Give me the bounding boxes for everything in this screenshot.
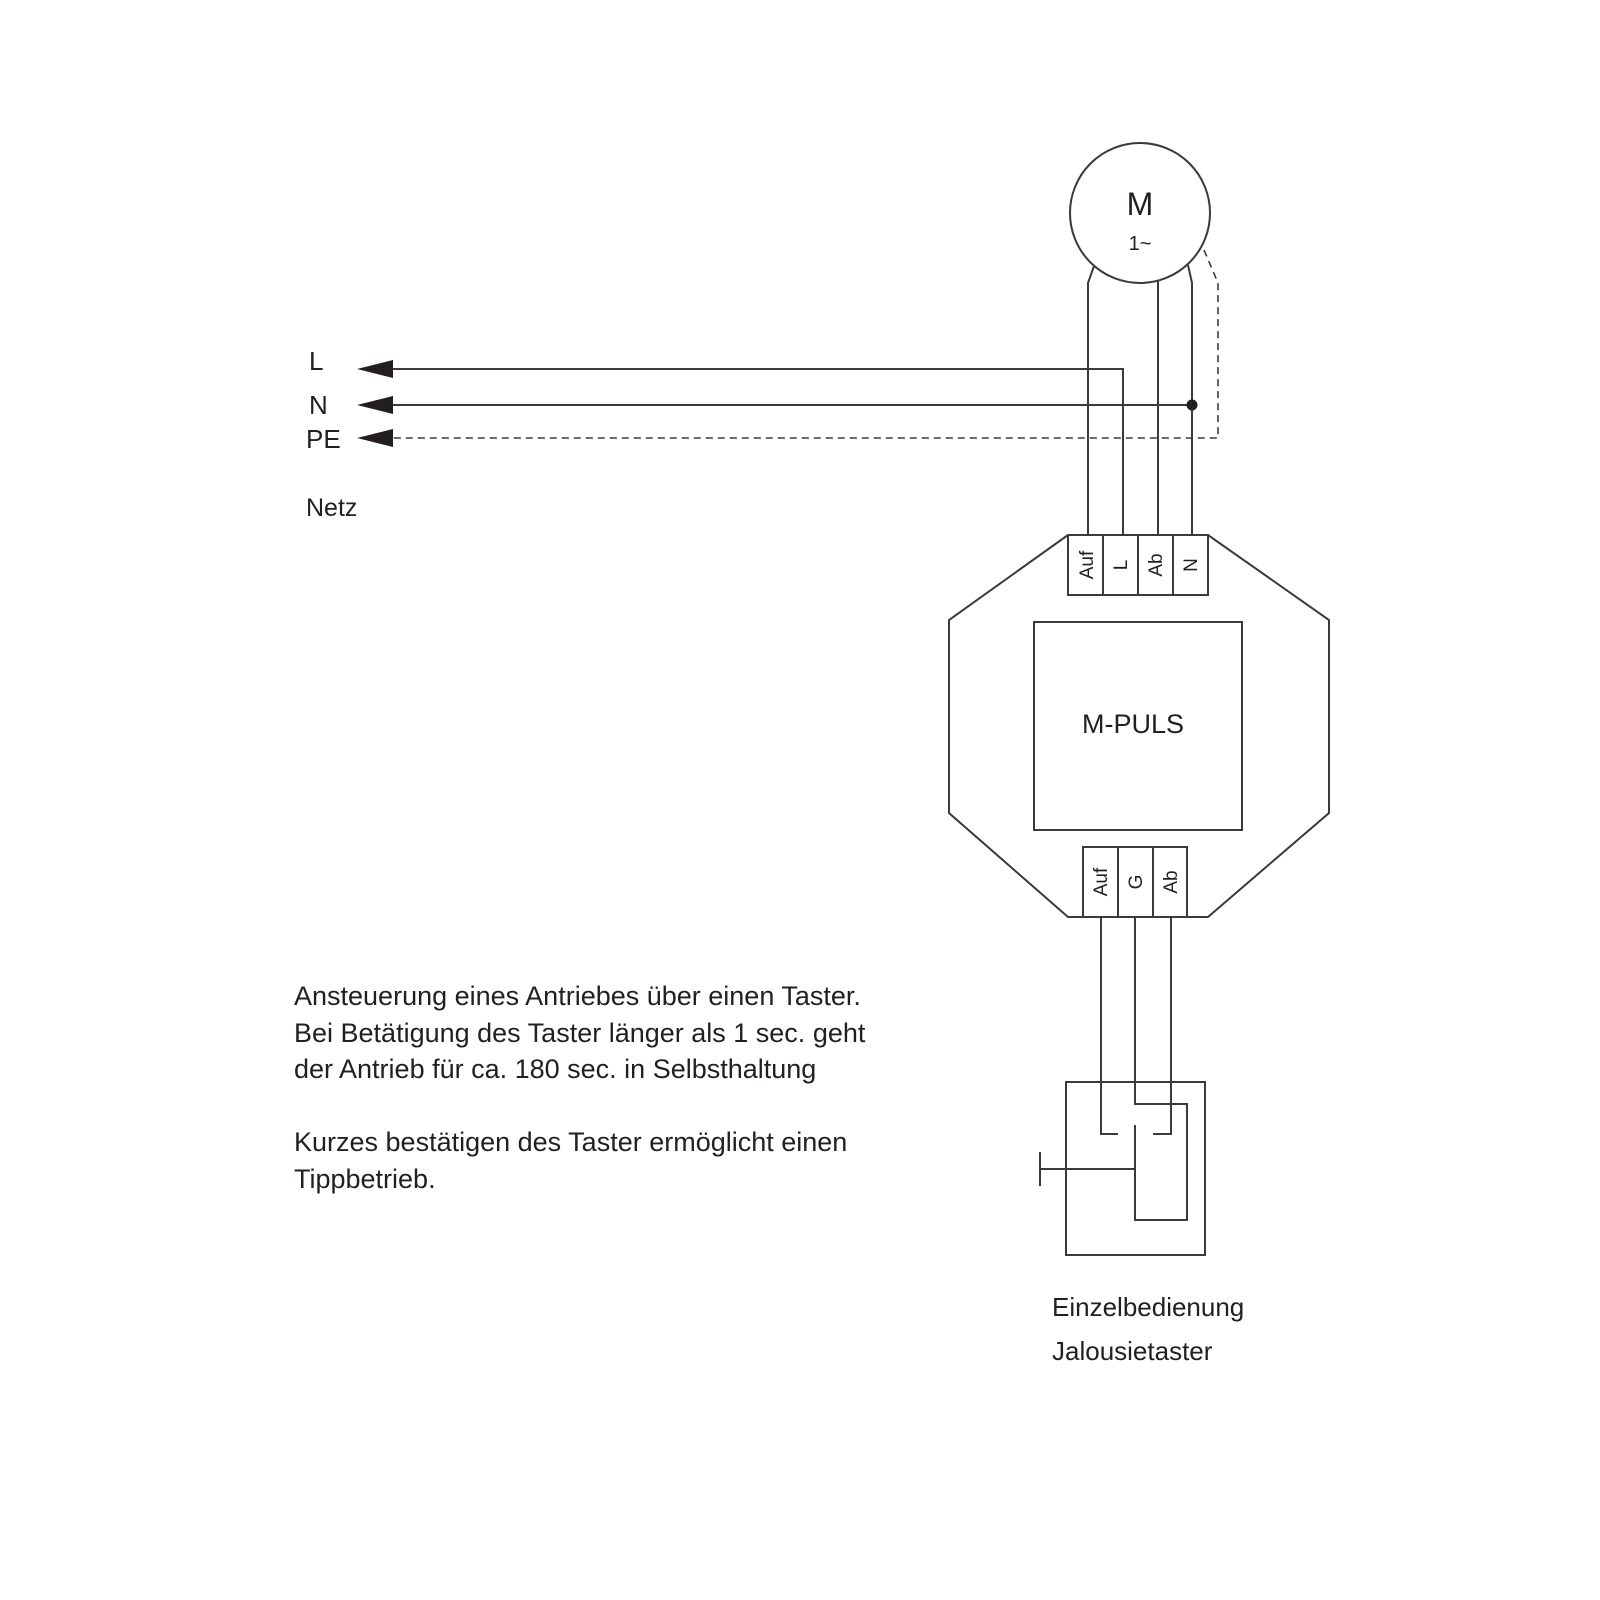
wire-l xyxy=(393,368,1124,535)
label-netz: Netz xyxy=(306,494,357,522)
description-line: der Antrieb für ca. 180 sec. in Selbstha… xyxy=(294,1054,817,1084)
motor: M 1~ xyxy=(1069,142,1211,284)
arrow-pe-icon xyxy=(357,429,393,447)
terminal-bottom-g: G xyxy=(1126,875,1147,890)
terminal-top-l: L xyxy=(1111,560,1132,571)
motor-label: M xyxy=(1127,186,1154,222)
wire-switch-ab xyxy=(1153,917,1172,1135)
terminal-top-ab: Ab xyxy=(1146,553,1167,576)
motor-circle xyxy=(1069,142,1211,284)
wire-switch-auf xyxy=(1100,917,1118,1135)
device-module xyxy=(1033,621,1243,831)
arrow-l-icon xyxy=(357,360,393,378)
description-line: Bei Betätigung des Taster länger als 1 s… xyxy=(294,1017,866,1048)
terminal-top-n: N xyxy=(1181,558,1202,572)
arrow-n-icon xyxy=(357,396,393,414)
junction-dot xyxy=(1186,399,1198,411)
terminal-top-auf: Auf xyxy=(1077,550,1098,579)
top-terminal-block: Auf L Ab N xyxy=(1067,534,1209,596)
wire-motor-n xyxy=(1187,264,1193,535)
label-pe: PE xyxy=(306,424,341,454)
description-paragraph-2: Kurzes bestätigen des Taster ermöglicht … xyxy=(294,1124,847,1197)
motor-phase: 1~ xyxy=(1129,233,1152,255)
device-name: M-PULS xyxy=(1082,709,1184,739)
wire-switch-g xyxy=(1134,917,1188,1221)
label-l: L xyxy=(309,346,323,376)
switch-label-1: Einzelbedienung xyxy=(1052,1292,1244,1322)
device-housing xyxy=(948,534,1330,918)
description-line: Tippbetrieb. xyxy=(294,1163,436,1194)
terminal-bottom-auf: Auf xyxy=(1091,867,1112,896)
wire-pe xyxy=(393,249,1219,439)
description-paragraph-1: Ansteuerung eines Antriebes über einen T… xyxy=(294,978,865,1088)
wire-motor-auf xyxy=(1087,265,1095,535)
switch-label-2: Jalousietaster xyxy=(1052,1336,1213,1366)
terminal-bottom-ab: Ab xyxy=(1161,870,1182,893)
description-line: Kurzes bestätigen des Taster ermöglicht … xyxy=(294,1127,848,1157)
bottom-terminal-block: Auf G Ab xyxy=(1082,846,1188,918)
label-n: N xyxy=(309,390,328,420)
description-line: Ansteuerung eines Antriebes über einen T… xyxy=(294,981,861,1011)
